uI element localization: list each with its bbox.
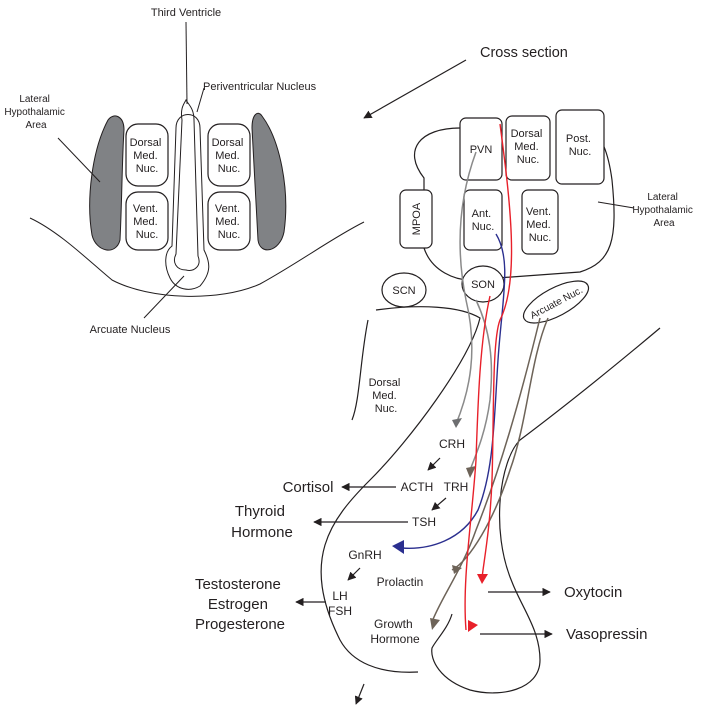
lateral-area-left	[90, 116, 124, 250]
periventricular-nucleus	[166, 115, 209, 290]
arrow-crh-to-acth	[428, 458, 440, 470]
arrowhead-crh	[452, 418, 462, 428]
arrowhead-growth-hormone	[430, 618, 440, 630]
label-fsh: FSH	[328, 604, 352, 618]
label-sex-hormones: Testosterone Estrogen Progesterone	[195, 576, 285, 633]
label-thyroid-hormone: Thyroid Hormone	[231, 503, 293, 541]
label-cross-section: Cross section	[480, 45, 568, 61]
third-ventricle	[174, 100, 199, 270]
label-son: SON	[471, 279, 495, 291]
label-vent-med-nuc-sag: Vent. Med. Nuc.	[526, 206, 554, 244]
label-vasopressin: Vasopressin	[566, 626, 647, 643]
label-pvn: PVN	[470, 144, 493, 156]
leader-arcuate	[144, 276, 184, 318]
label-cortisol: Cortisol	[283, 479, 334, 496]
arrow-trh-to-tsh	[432, 498, 446, 510]
label-oxytocin: Oxytocin	[564, 584, 622, 601]
leader-lateral-area	[58, 138, 100, 182]
label-dorsal-med-nuc-side: Dorsal Med. Nuc.	[369, 377, 404, 415]
label-growth-hormone: Growth Hormone	[370, 617, 420, 646]
label-ant-nuc: Ant. Nuc.	[472, 208, 495, 233]
label-prolactin: Prolactin	[377, 575, 424, 589]
label-lateral-area-left: Lateral Hypothalamic Area	[4, 94, 67, 131]
label-mpoa: MPOA	[411, 202, 423, 235]
label-gnrh: GnRH	[348, 548, 381, 562]
arrow-bottom	[356, 684, 364, 704]
leader-third-ventricle	[186, 22, 187, 104]
cross-section-view: Third Ventricle Periventricular Nucleus …	[4, 7, 364, 336]
arrowhead-blue	[392, 540, 404, 554]
label-trh: TRH	[444, 480, 469, 494]
label-third-ventricle: Third Ventricle	[151, 7, 221, 19]
label-crh: CRH	[439, 437, 465, 451]
pituitary-outline-mid	[352, 320, 368, 420]
arrowhead-vasopressin	[468, 620, 478, 632]
label-periventricular-nucleus: Periventricular Nucleus	[203, 81, 317, 93]
label-vent-med-nuc-left: Vent. Med. Nuc.	[133, 203, 161, 241]
label-lateral-area-right: Lateral Hypothalamic Area	[632, 192, 695, 229]
cross-section-arrow	[364, 60, 466, 118]
label-vent-med-nuc-right: Vent. Med. Nuc.	[215, 203, 243, 241]
leader-lateral-area-right	[598, 202, 634, 208]
label-tsh: TSH	[412, 515, 436, 529]
label-lh: LH	[332, 589, 347, 603]
ant-nuc	[464, 190, 502, 250]
label-acth: ACTH	[401, 480, 434, 494]
label-post-nuc: Post. Nuc.	[566, 133, 594, 158]
arrowhead-oxytocin	[477, 574, 488, 584]
label-scn: SCN	[392, 285, 415, 297]
pathway-gray-trh	[470, 300, 491, 470]
label-arcuate-nucleus: Arcuate Nucleus	[90, 324, 171, 336]
arrow-gnrh-to-lh	[348, 568, 360, 580]
lateral-area-right	[252, 113, 286, 250]
